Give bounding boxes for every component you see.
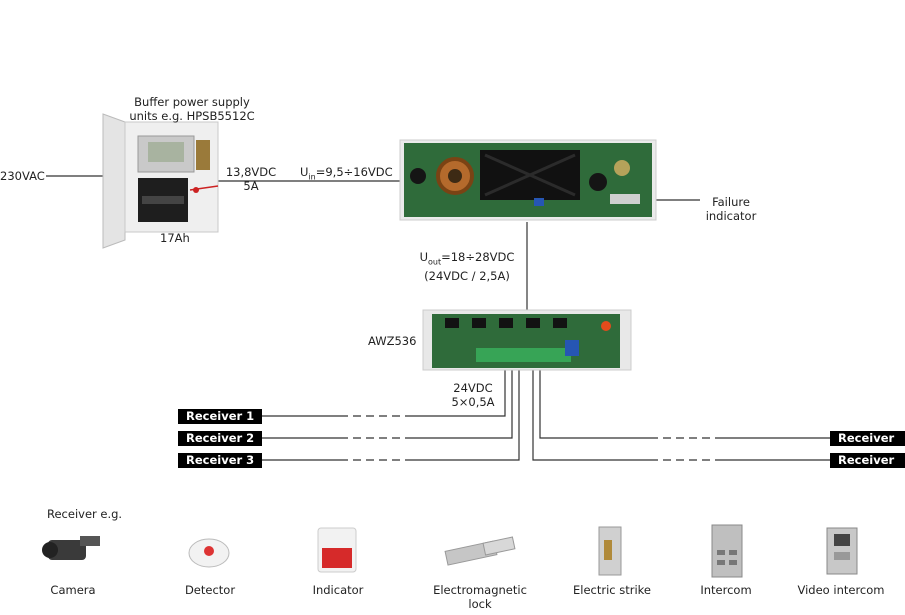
receiver-wires-left	[262, 370, 520, 461]
psu-label-line1: Buffer power supply	[134, 95, 250, 109]
receiver-5-tag: Receiver 5	[830, 431, 905, 460]
mains-label: 230VAC	[0, 169, 45, 183]
awz-output-current: 5×0,5A	[451, 395, 495, 409]
example-intercom-label: Intercom	[700, 583, 752, 597]
uout-symbol: U	[419, 250, 428, 264]
uout-subscript: out	[428, 257, 442, 267]
example-camera-label: Camera	[50, 583, 96, 597]
psu-label: Buffer power supply units e.g. HPSB5512C	[118, 95, 266, 123]
detector-icon	[188, 538, 230, 568]
examples-title: Receiver e.g.	[47, 507, 123, 521]
awz-output-label: 24VDC 5×0,5A	[443, 381, 503, 409]
indicator-icon	[317, 527, 357, 573]
receiver-4-tag: Receiver 4	[830, 453, 905, 482]
psu-output-voltage: 13,8VDC	[225, 165, 277, 179]
psu-output-label: 13,8VDC 5A	[222, 165, 280, 193]
example-electric-strike-label: Electric strike	[572, 583, 652, 597]
failure-line2: indicator	[705, 209, 757, 223]
psu-label-line2: units e.g. HPSB5512C	[129, 109, 255, 123]
psu-output-current: 5A	[243, 179, 259, 193]
electromagnetic-lock-icon	[444, 536, 516, 566]
awz-output-voltage: 24VDC	[453, 381, 493, 395]
example-detector-label: Detector	[184, 583, 236, 597]
uin-symbol: U	[300, 165, 309, 179]
intercom-icon	[711, 524, 743, 578]
awz536-board-image	[422, 309, 632, 371]
video-intercom-icon	[826, 527, 858, 575]
failure-line1: Failure	[712, 195, 750, 209]
uout-range: =18÷28VDC	[441, 250, 515, 264]
example-indicator-label: Indicator	[312, 583, 364, 597]
converter-board-image	[399, 139, 657, 221]
uin-range: =9,5÷16VDC	[315, 165, 393, 179]
example-video-intercom-label: Video intercom	[797, 583, 885, 597]
uout-label: Uout=18÷28VDC (24VDC / 2,5A)	[412, 250, 522, 283]
receiver-2-tag: Receiver 2	[178, 431, 263, 446]
uin-subscript: in	[308, 172, 316, 182]
example-electromagnetic-lock-label: Electromagnetic lock	[433, 583, 527, 611]
camera-icon	[42, 536, 100, 560]
uin-label: Uin=9,5÷16VDC	[300, 165, 393, 184]
receiver-1-tag: Receiver 1	[178, 409, 263, 424]
receiver-3-tag: Receiver 3	[178, 453, 263, 468]
receiver-wires-right	[532, 370, 830, 461]
psu-enclosure-image	[102, 113, 219, 249]
electric-strike-icon	[598, 526, 622, 576]
awz-label: AWZ536	[368, 334, 417, 348]
uout-nominal: (24VDC / 2,5A)	[424, 269, 510, 284]
failure-indicator-label: Failure indicator	[700, 195, 762, 223]
battery-label: 17Ah	[160, 231, 190, 245]
